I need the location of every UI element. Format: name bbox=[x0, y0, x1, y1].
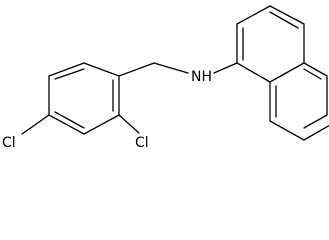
dichlorophenyl-ring bbox=[48, 62, 120, 135]
ring-b-bond-5 bbox=[269, 62, 305, 83]
molecule-structure-diagram: Cl Cl NH bbox=[2, 5, 329, 151]
ring-a-bond-4 bbox=[83, 114, 120, 135]
ring-c-bond-2 bbox=[269, 120, 305, 141]
amine-nh-label: NH bbox=[191, 69, 212, 85]
ring-a-double-bond-1 bbox=[54, 68, 85, 80]
ring-c-double-bond-2 bbox=[303, 68, 322, 80]
ring-b-bond-6 bbox=[236, 62, 271, 83]
ring-b-double-bond-2 bbox=[269, 11, 299, 29]
ring-b-bond-2 bbox=[236, 5, 271, 25]
ch2-n-bond bbox=[153, 62, 189, 74]
cl-para-bond bbox=[21, 114, 50, 135]
benzyl-bond bbox=[118, 62, 155, 77]
n-naphthyl-bond bbox=[213, 62, 238, 74]
chlorine-para-label: Cl bbox=[2, 135, 16, 151]
ring-b-bond-3 bbox=[269, 5, 305, 25]
cl-ortho-bond bbox=[118, 114, 140, 134]
ring-c-bond-4 bbox=[303, 62, 328, 77]
ring-a-double-bond-3 bbox=[54, 111, 85, 129]
ring-a-bond-2 bbox=[83, 62, 120, 77]
chlorine-ortho-label: Cl bbox=[135, 135, 149, 151]
naphthalene-ring-system bbox=[236, 5, 329, 141]
ring-c-bond-6 bbox=[303, 114, 328, 129]
ring-c-bond-3 bbox=[303, 124, 329, 141]
ring-a-bond-5 bbox=[48, 114, 85, 135]
ring-a-bond-1 bbox=[48, 62, 85, 77]
